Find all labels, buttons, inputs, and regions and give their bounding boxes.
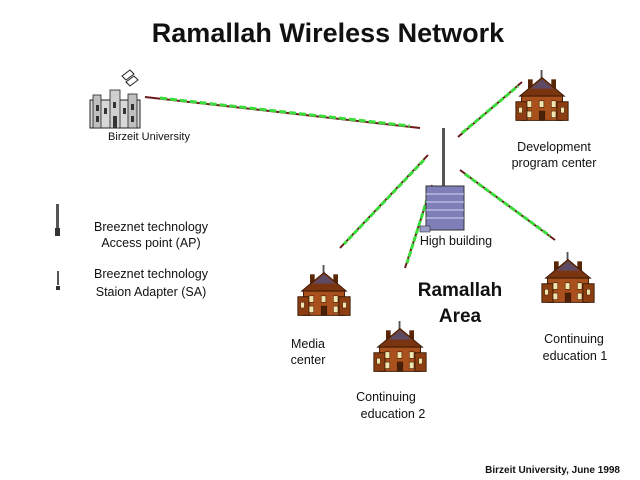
- link-tower-to-development: [457, 81, 523, 138]
- continuing1-house-icon: [541, 251, 595, 303]
- legend: Breeznet technology Access point (AP) Br…: [55, 204, 209, 299]
- diagram-title: Ramallah Wireless Network: [152, 18, 505, 48]
- high-building-tower-icon: [419, 128, 465, 233]
- media-house-icon: [297, 264, 351, 316]
- legend-ap-icon: [55, 204, 60, 236]
- link-university-to-tower: [144, 96, 421, 129]
- link-tower-to-media: [339, 154, 429, 249]
- high-building-label: High building: [420, 234, 492, 248]
- area-label-line1: Ramallah: [418, 280, 502, 301]
- development-house-icon: [515, 69, 569, 121]
- continuing1-label-line1: Continuing: [544, 332, 604, 346]
- continuing1-label-line2: education 1: [543, 349, 608, 363]
- development-label-line2: program center: [512, 156, 597, 170]
- university-sa-icon: [121, 69, 139, 87]
- legend-sa-line1: Breeznet technology: [94, 267, 209, 281]
- legend-sa-line2: Staion Adapter (SA): [96, 285, 206, 299]
- area-label-line2: Area: [439, 306, 482, 327]
- continuing2-label-line1: Continuing: [356, 390, 416, 404]
- university-building-icon: [89, 89, 141, 129]
- media-label-line1: Media: [291, 337, 325, 351]
- footer-credit: Birzeit University, June 1998: [485, 465, 620, 476]
- university-label: Birzeit University: [108, 131, 190, 143]
- continuing2-label-line2: education 2: [361, 407, 426, 421]
- link-tower-to-continuing1: [459, 169, 556, 241]
- legend-ap-line1: Breeznet technology: [94, 220, 209, 234]
- continuing2-house-icon: [373, 320, 427, 373]
- legend-ap-line2: Access point (AP): [101, 236, 200, 250]
- wireless-links: [144, 81, 556, 269]
- development-label-line1: Development: [517, 140, 591, 154]
- legend-sa-icon: [56, 271, 60, 290]
- media-label-line2: center: [291, 353, 326, 367]
